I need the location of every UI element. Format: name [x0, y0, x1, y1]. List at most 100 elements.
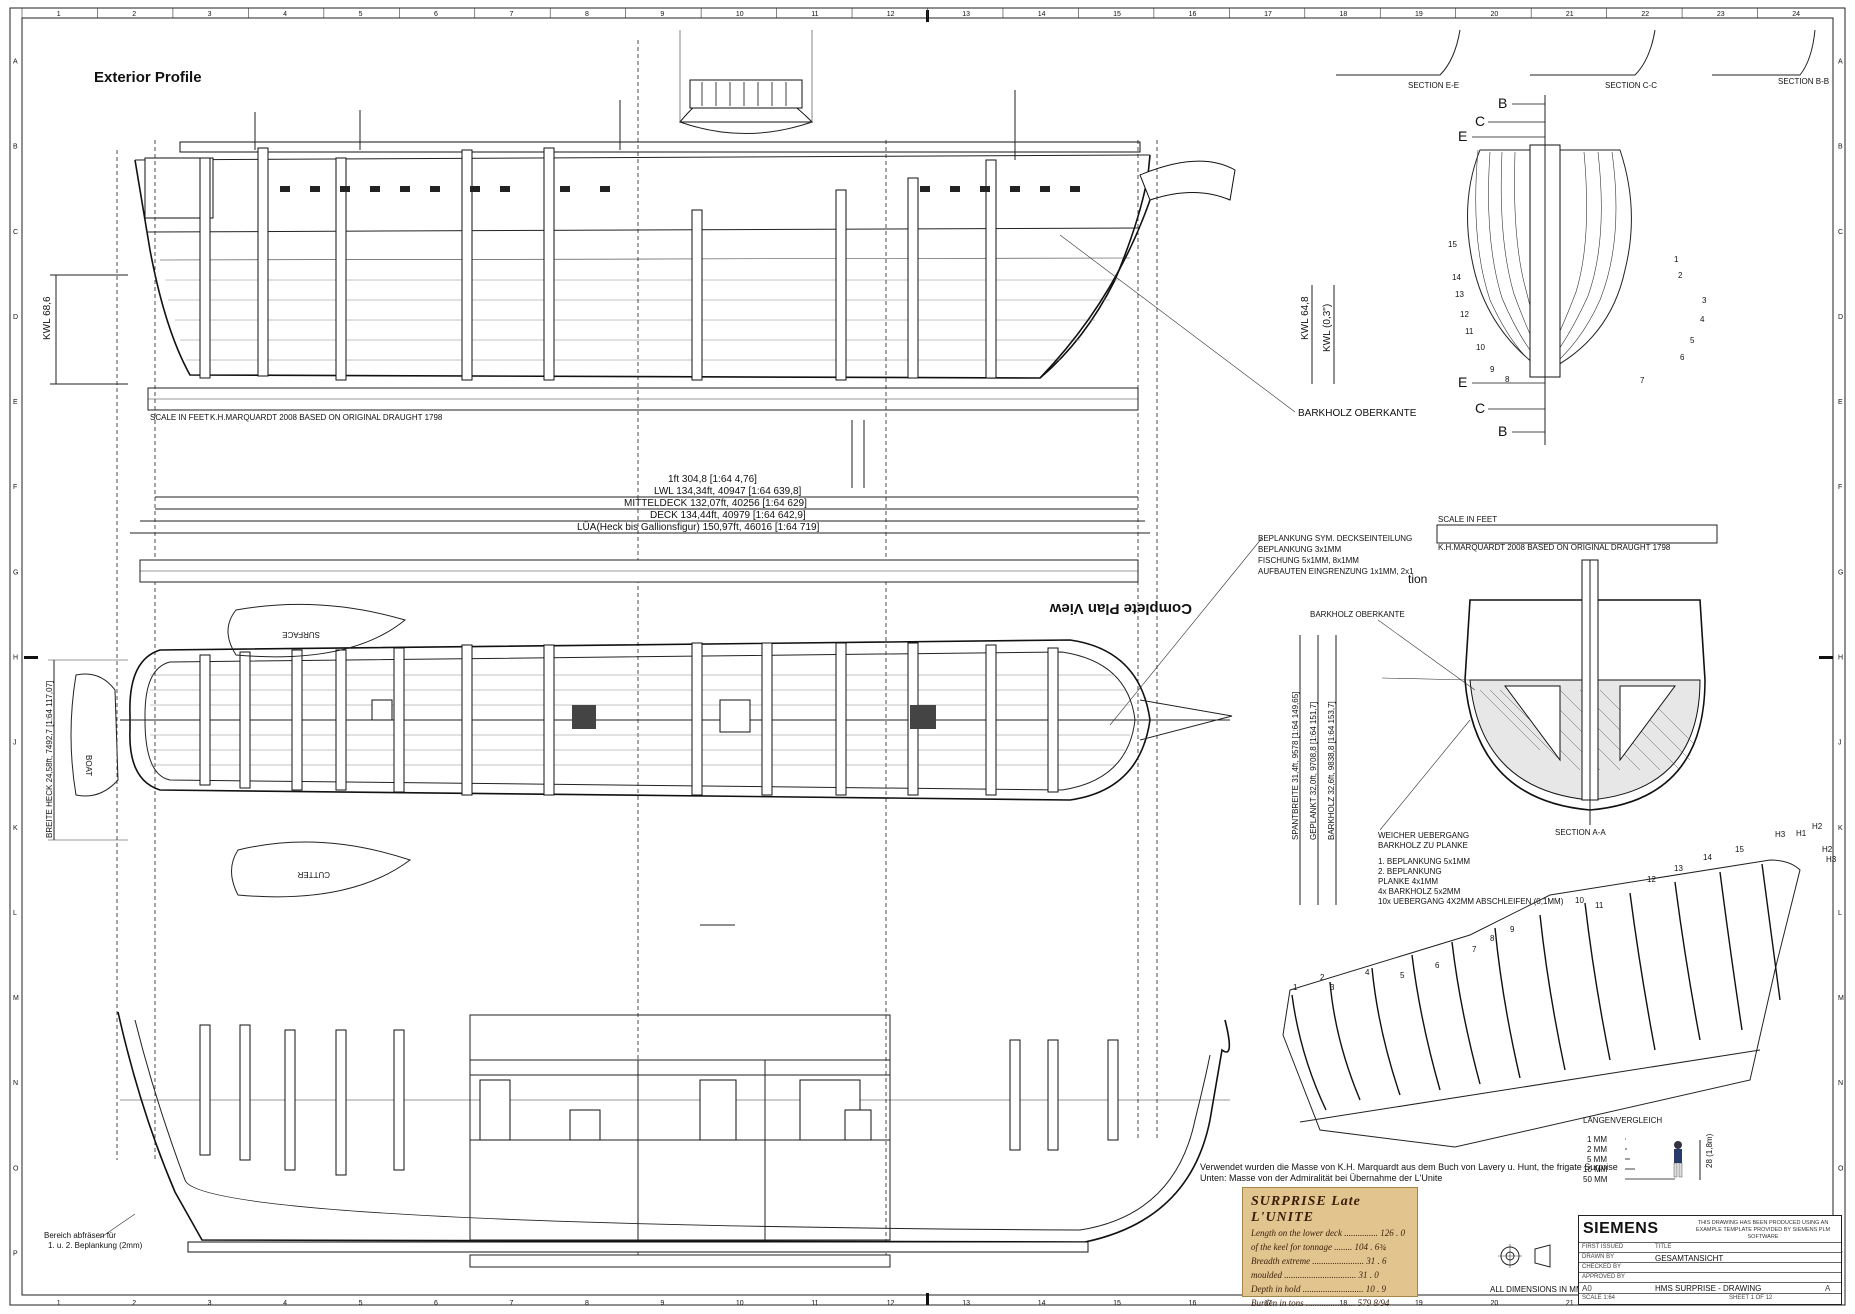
tb-size: A0	[1582, 1284, 1592, 1293]
weicher-uebergang-label: WEICHER UEBERGANG	[1378, 831, 1469, 840]
body-plan-letters: B C E E C B	[1458, 95, 1507, 439]
grid-row-label: B	[13, 144, 18, 151]
tb-drawing: HMS SURPRISE - DRAWING	[1655, 1284, 1762, 1293]
complete-plan-view-label: Complete Plan View	[1049, 600, 1192, 617]
laengenvergleich-rows: 1 MM 2 MM 5 MM 10 MM 50 MM	[1583, 1135, 1608, 1184]
scale-in-feet-label: SCALE IN FEET	[150, 413, 209, 422]
grid-row-label: C	[13, 229, 18, 236]
cut-e-top: E	[1458, 128, 1467, 144]
cut-b-top: B	[1498, 95, 1507, 111]
grid-column-label: 4	[283, 1300, 287, 1307]
svg-text:2: 2	[1678, 271, 1683, 280]
grid-column-label: 14	[1038, 1300, 1046, 1307]
planking-note-1: BEPLANKUNG SYM. DECKSEINTEILUNG	[1258, 534, 1412, 543]
barkholz-dim: BARKHOLZ 32,6ft, 9838,8 [1:64 153,7]	[1327, 701, 1336, 840]
grid-column-label: 16	[1189, 11, 1197, 18]
svg-text:9: 9	[1510, 925, 1515, 934]
svg-text:8: 8	[1505, 375, 1510, 384]
grid-column-label: 15	[1113, 11, 1121, 18]
exterior-profile: SCALE IN FEET K.H.MARQUARDT 2008 BASED O…	[134, 90, 1236, 422]
laengenvergleich-title: LÄNGENVERGLEICH	[1583, 1116, 1662, 1125]
stern-view	[678, 30, 814, 134]
grid-column-label: 17	[1264, 1300, 1272, 1307]
beplankung-note-5: 10x UEBERGANG 4X2MM ABSCHLEIFEN (0,1MM)	[1378, 897, 1564, 906]
historic-note-line: moulded ................................…	[1251, 1270, 1379, 1280]
length-compare-bars	[1625, 1138, 1675, 1180]
svg-text:H3: H3	[1826, 855, 1837, 864]
grid-column-label: 21	[1566, 11, 1574, 18]
boat-left-label: BOAT	[84, 755, 93, 776]
section-thumbs	[1334, 29, 1816, 89]
grid-column-label: 13	[962, 11, 970, 18]
grid-column-label: 13	[962, 1300, 970, 1307]
svg-text:H3: H3	[1775, 830, 1786, 839]
grid-row-label: O	[13, 1165, 19, 1172]
svg-text:10: 10	[1575, 896, 1584, 905]
dim-lwl: LWL 134,34ft, 40947 [1:64 639,8]	[654, 486, 802, 497]
grid-row-label: N	[13, 1080, 18, 1087]
grid-column-label: 3	[208, 1300, 212, 1307]
bottom-center-mark	[926, 1293, 929, 1305]
dim-lua: LÜA(Heck bis Gallionsfigur) 150,97ft, 46…	[577, 521, 820, 533]
right-center-mark	[1819, 656, 1833, 659]
svg-text:9: 9	[1490, 365, 1495, 374]
kwl-right-dim-b: KWL (0,3")	[1322, 304, 1333, 352]
tb-label-checked-by: CHECKED BY	[1582, 1264, 1622, 1270]
svg-text:3: 3	[1702, 296, 1707, 305]
section-e-e-label: SECTION E-E	[1408, 81, 1459, 90]
svg-text:10: 10	[1476, 343, 1485, 352]
beplankung-note-4: 4x BARKHOLZ 5x2MM	[1378, 887, 1461, 896]
grid-column-label: 20	[1490, 11, 1498, 18]
boat-cutter-label: CUTTER	[297, 870, 330, 879]
historic-note-line: Breadth extreme ....................... …	[1251, 1256, 1387, 1266]
grid-row-label: G	[1838, 569, 1843, 576]
sailor-figure-icon	[1673, 1141, 1683, 1178]
svg-text:4: 4	[1365, 968, 1370, 977]
tb-label-first-issued: FIRST ISSUED	[1582, 1244, 1624, 1250]
section-c-c-label: SECTION C-C	[1605, 81, 1657, 90]
svg-text:1: 1	[1674, 255, 1679, 264]
svg-text:13: 13	[1455, 290, 1464, 299]
grid-row-label: P	[13, 1250, 18, 1257]
grid-column-label: 8	[585, 1300, 589, 1307]
grid-column-label: 19	[1415, 1300, 1423, 1307]
grid-row-label: K	[13, 825, 18, 832]
svg-text:10 MM: 10 MM	[1583, 1165, 1608, 1174]
tb-label-drawn-by: DRAWN BY	[1582, 1254, 1615, 1260]
svg-text:15: 15	[1735, 845, 1744, 854]
grid-column-label: 23	[1717, 11, 1725, 18]
figure-height-label: 28 (1,8m)	[1705, 1133, 1714, 1168]
svg-text:15: 15	[1448, 240, 1457, 249]
svg-text:1: 1	[1293, 983, 1298, 992]
bottom-note-2: Unten: Masse von der Admiralität bei Übe…	[1200, 1173, 1443, 1183]
beplankung-note-1: 1. BEPLANKUNG 5x1MM	[1378, 857, 1470, 866]
tb-sheet: SHEET 1 OF 12	[1729, 1295, 1773, 1301]
svg-text:5 MM: 5 MM	[1587, 1155, 1607, 1164]
planking-note-4: AUFBAUTEN EINGRENZUNG 1x1MM, 2x1	[1258, 567, 1414, 576]
tb-title-value: GESAMTANSICHT	[1655, 1254, 1724, 1263]
grid-column-label: 16	[1189, 1300, 1197, 1307]
tb-rev: A	[1825, 1284, 1831, 1293]
grid-column-label: 20	[1490, 1300, 1498, 1307]
grid-row-label: H	[1838, 655, 1843, 662]
svg-text:5: 5	[1690, 336, 1695, 345]
svg-text:14: 14	[1452, 273, 1461, 282]
grid-column-label: 4	[283, 11, 287, 18]
bottom-note-1: Verwendet wurden die Masse von K.H. Marq…	[1200, 1162, 1618, 1172]
section-a-a	[1464, 559, 1706, 825]
svg-text:13: 13	[1674, 864, 1683, 873]
grid-row-label: L	[13, 910, 17, 917]
grid-column-label: 18	[1340, 1300, 1348, 1307]
grid-row-label: L	[1838, 910, 1842, 917]
title-block: SIEMENS THIS DRAWING HAS BEEN PRODUCED U…	[1578, 1215, 1842, 1305]
beplankung-note-3: PLANKE 4x1MM	[1378, 877, 1438, 886]
grid-column-label: 8	[585, 11, 589, 18]
grid-column-label: 14	[1038, 11, 1046, 18]
frame-model	[1282, 859, 1801, 1148]
grid-column-label: 5	[359, 11, 363, 18]
grid-column-label: 12	[887, 1300, 895, 1307]
grid-column-label: 9	[660, 11, 664, 18]
grid-column-label: 17	[1264, 11, 1272, 18]
grid-column-label: 2	[132, 11, 136, 18]
